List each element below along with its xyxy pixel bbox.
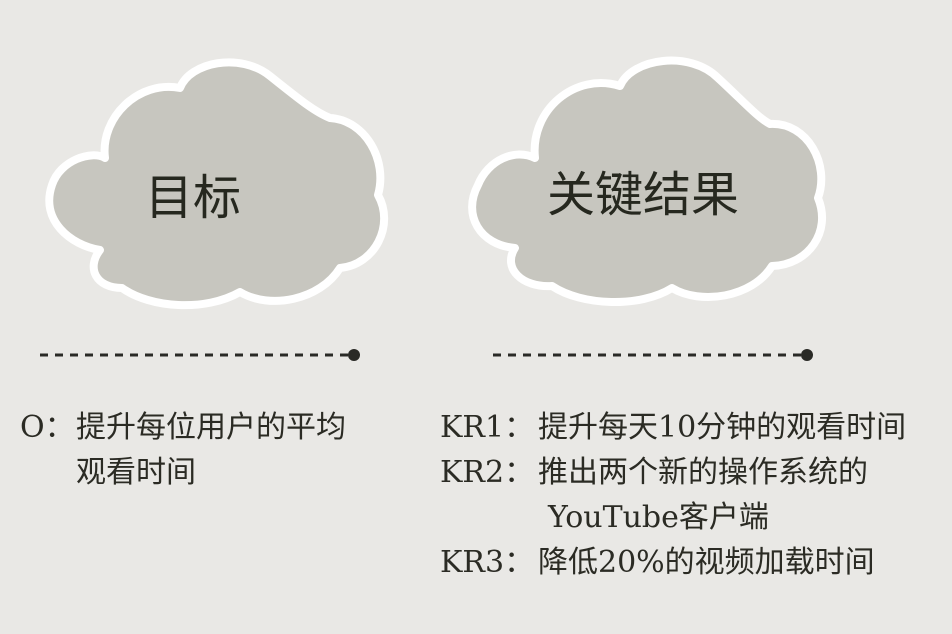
key-result-label: KR2： <box>440 455 535 490</box>
objective-label: O： <box>20 410 75 445</box>
key-result-content: 提升每天10分钟的观看时间 <box>538 405 906 450</box>
objective-text-block: O： 提升每位用户的平均 观看时间 <box>20 405 346 495</box>
objective-cloud-shape <box>45 58 389 310</box>
objective-row: O： 提升每位用户的平均 观看时间 <box>20 405 346 495</box>
objective-cloud-title: 目标 <box>144 170 242 226</box>
key-result-line: YouTube客户端 <box>548 500 769 535</box>
objective-content: 提升每位用户的平均 观看时间 <box>76 405 346 495</box>
key-result-line: 降低20%的视频加载时间 <box>538 545 875 580</box>
objective-divider <box>40 349 360 361</box>
key-results-cloud-title: 关键结果 <box>546 167 740 223</box>
key-results-divider-dot <box>801 349 813 361</box>
key-result-row: KR1： 提升每天10分钟的观看时间 <box>440 405 906 450</box>
key-results-cloud-shape <box>468 56 827 306</box>
key-result-line: 推出两个新的操作系统的 <box>538 455 868 490</box>
objective-divider-dot <box>348 349 360 361</box>
objective-line: 观看时间 <box>76 455 196 490</box>
key-result-content: 降低20%的视频加载时间 <box>538 540 875 585</box>
key-result-label: KR3： <box>440 545 535 580</box>
key-result-line: 提升每天10分钟的观看时间 <box>538 410 907 445</box>
key-result-content: 推出两个新的操作系统的 YouTube客户端 <box>538 450 868 540</box>
key-results-divider <box>493 349 813 361</box>
objective-line: 提升每位用户的平均 <box>76 410 346 445</box>
key-results-text-block: KR1： 提升每天10分钟的观看时间 KR2： 推出两个新的操作系统的 YouT… <box>440 405 906 585</box>
key-result-row: KR3： 降低20%的视频加载时间 <box>440 540 906 585</box>
key-result-label: KR1： <box>440 410 535 445</box>
key-result-row: KR2： 推出两个新的操作系统的 YouTube客户端 <box>440 450 906 540</box>
